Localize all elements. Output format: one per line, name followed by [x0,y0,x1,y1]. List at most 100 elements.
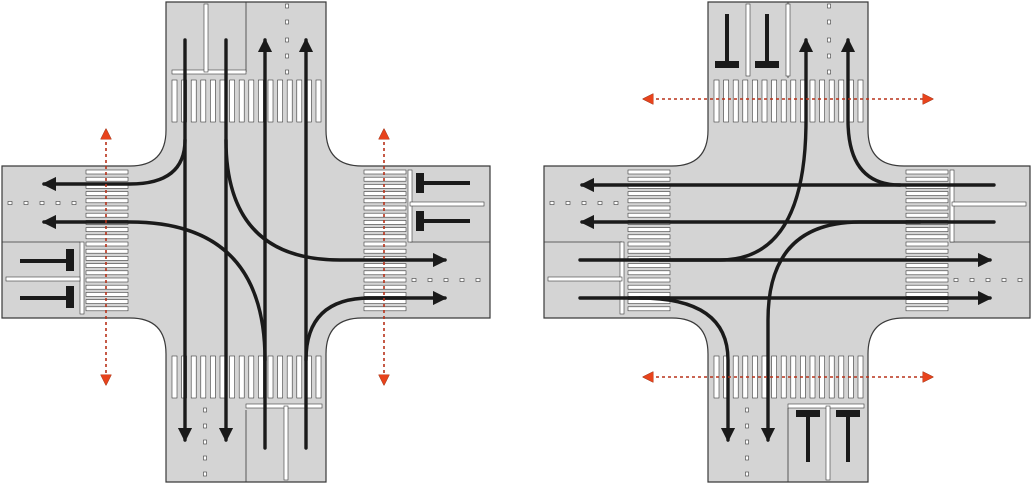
centerline-dash [203,471,207,477]
crosswalk-stripe [627,212,671,218]
centerline-dash [23,201,29,205]
crosswalk-stripe [713,79,720,123]
road-surface [1,1,491,483]
crosswalk-stripe [819,79,825,123]
crosswalk-stripe [85,270,129,276]
crosswalk-stripe [809,79,816,123]
crosswalk-stripe [905,248,949,254]
crosswalk-stripe [723,79,729,123]
crosswalk-stripe [905,277,949,283]
crosswalk-stripe [85,306,129,312]
arrow-left-turn-north [638,37,814,262]
centerline-dash [285,37,289,43]
crosswalk-stripe [627,270,671,276]
crosswalk-stripe [363,191,407,196]
centerline-dash [827,19,831,25]
centerline-dash [827,53,831,59]
crosswalk-stripe [905,270,949,276]
crosswalk-stripe [248,79,255,123]
crosswalk-stripe [905,234,949,240]
centerline-dash [475,278,481,282]
arrow-right-turn-north [840,37,902,187]
crosswalk-stripe [85,292,129,297]
crosswalk-stripe [229,79,235,123]
crosswalk-stripe [761,79,768,123]
centerline-dash [745,423,749,429]
crosswalk-stripe [315,355,322,399]
arrow-right-turn-east [304,290,448,362]
crosswalk-stripe [363,292,407,297]
crosswalk-stripe [190,79,197,123]
centerline-dash [285,3,289,9]
crosswalk-stripe [627,234,671,240]
west-stop-line [547,241,625,315]
crosswalk-stripe [857,79,864,123]
crosswalk-stripe [258,79,264,123]
centerline-dash [745,439,749,445]
stop-signal-north-left [715,14,739,68]
crosswalk-stripe [238,79,245,123]
centerline-dash [745,471,749,477]
crosswalk-stripe [171,79,178,123]
arrow-left-turn-west [41,214,267,362]
centerline-dash [203,439,207,445]
centerline-dash [1001,278,1007,282]
crosswalk-stripe [219,79,226,123]
crosswalk-stripe [732,79,739,123]
crosswalk-stripe [905,292,949,297]
centerline-dash [745,407,749,413]
crosswalk-stripe [85,248,129,254]
crosswalk-stripe [267,355,274,399]
centerline-dash [969,278,975,282]
centerline-dash [1017,278,1023,282]
crosswalk-stripe [627,241,671,247]
crosswalk-stripe [627,169,671,175]
north-stop-line [171,3,247,75]
crosswalk-stripe [85,205,129,211]
crosswalk-stripe [905,263,949,268]
centerline-dash [285,69,289,75]
crosswalk-stripe [85,169,129,175]
centerline-dash [827,37,831,43]
crosswalk-stripe [363,198,407,204]
crosswalk-stripe [363,263,407,268]
centerline-dash [953,278,959,282]
crosswalk-stripe [190,355,197,399]
stop-signal-north-right [755,14,779,68]
crosswalk-stripe [905,284,949,290]
crosswalk-stripe [363,220,407,225]
centerline-dash [427,278,433,282]
crosswalk-stripe [627,292,671,297]
centerline-dash [827,3,831,9]
crosswalk-stripe [905,306,949,312]
crosswalk-stripe [363,212,407,218]
crosswalk-stripe [905,227,949,232]
centerline-dash [7,201,13,205]
crosswalk-stripe [363,306,407,312]
crosswalk-stripe [905,241,949,247]
crosswalk-stripe [286,355,293,399]
crosswalk-stripe [905,205,949,211]
crosswalk-stripe [238,355,245,399]
crosswalk-stripe [229,355,235,399]
centerline-dash [597,201,603,205]
crosswalk-stripe [627,198,671,204]
crosswalk-stripe [315,79,322,123]
crosswalk-stripe [171,355,178,399]
crosswalk-stripe [627,306,671,312]
crosswalk-stripe [363,241,407,247]
crosswalk-north [171,79,322,123]
crosswalk-stripe [905,191,949,196]
crosswalk-stripe [838,79,845,123]
crosswalk-stripe [363,277,407,283]
north-stop-line [745,3,791,77]
crosswalk-stripe [258,355,264,399]
crosswalk-stripe [296,355,303,399]
centerline-dash [285,19,289,25]
arrow-right-turn-south [638,296,736,443]
road-surface [543,1,1031,483]
crosswalk-stripe [780,79,787,123]
pedestrian-arrows [644,99,932,377]
south-stop-line [245,403,323,481]
